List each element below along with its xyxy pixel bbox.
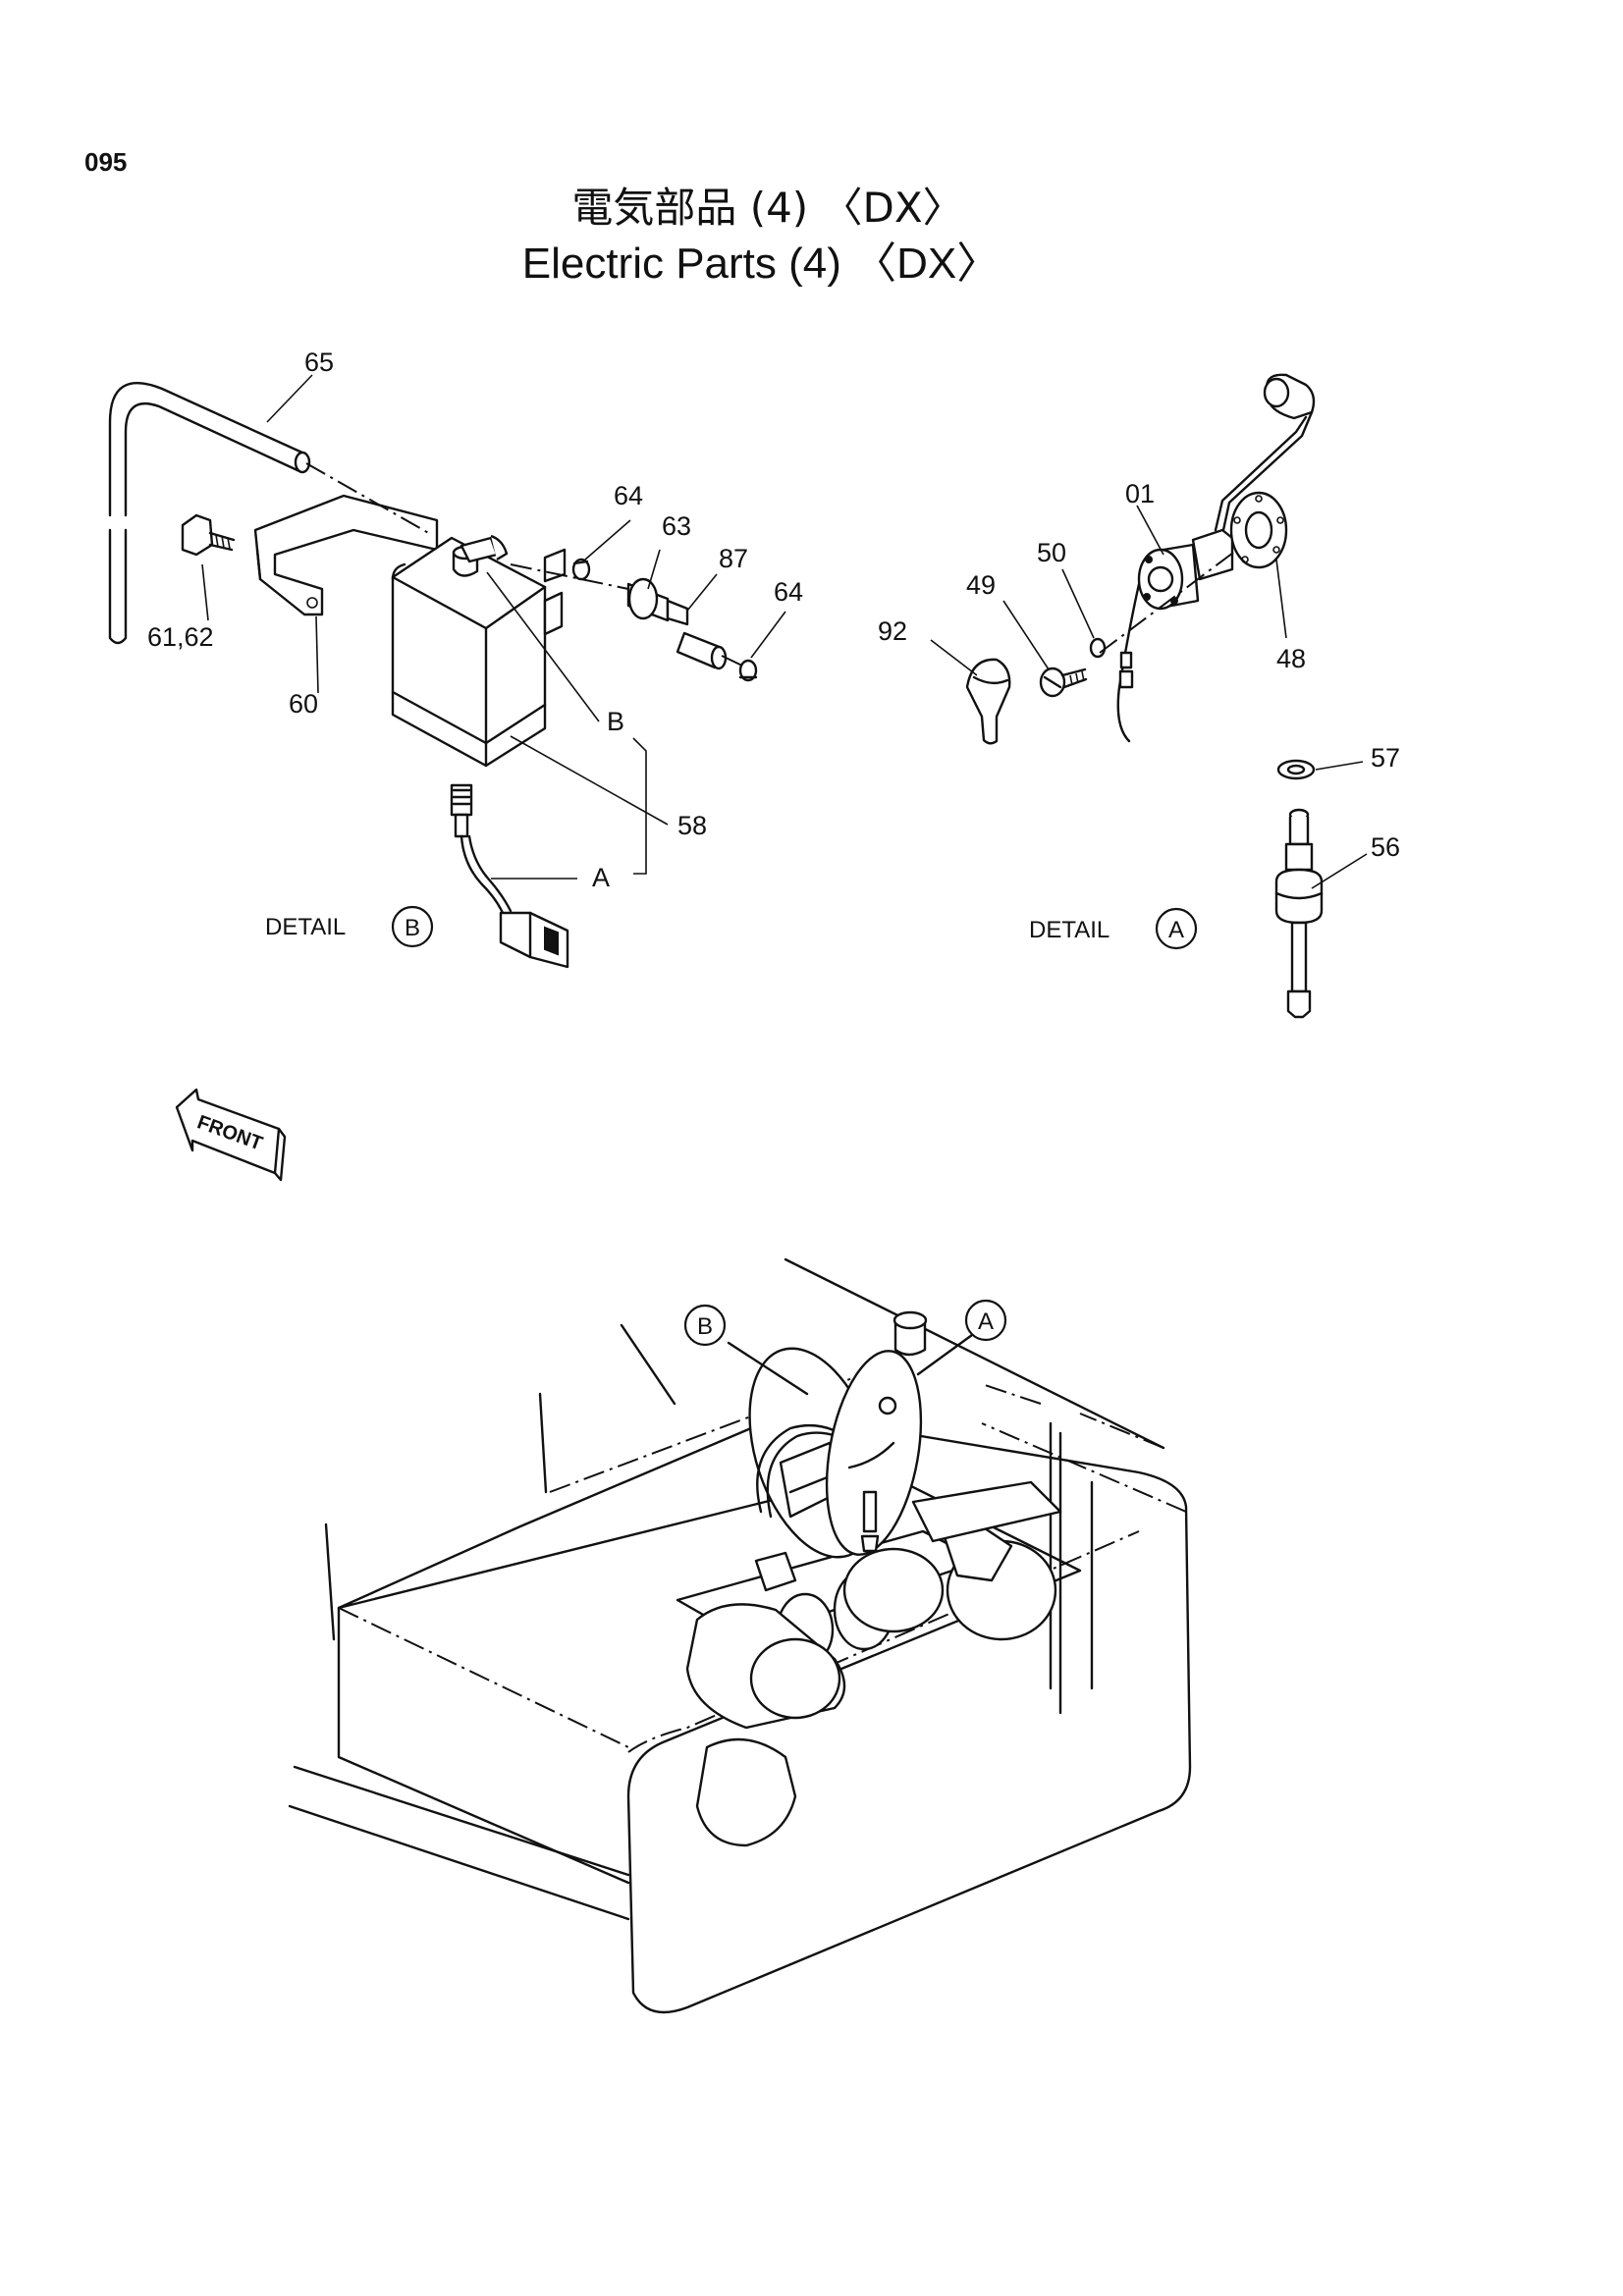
hose-65 [108, 382, 433, 645]
front-arrow-icon: FRONT [175, 1088, 287, 1182]
callout-58: 58 [677, 811, 707, 840]
bolt-61-62 [181, 513, 236, 557]
clamp-64-upper [571, 558, 591, 581]
callout-65: 65 [304, 347, 334, 377]
page-number: 095 [84, 147, 127, 177]
callout-87: 87 [719, 544, 748, 573]
detail-a-caption: DETAIL A [1029, 907, 1198, 950]
title-japanese: 電気部品 (4) 〈DX〉 [571, 184, 963, 232]
detail-b-leaders [201, 374, 786, 880]
bracket-60 [253, 494, 439, 616]
fitting-63 [626, 577, 689, 626]
callout-64-lower: 64 [774, 577, 803, 607]
view-marker-b-letter: B [697, 1313, 713, 1340]
callout-63: 63 [662, 511, 691, 541]
callout-a-ref: A [592, 863, 610, 892]
view-marker-b: B [683, 1304, 727, 1347]
detail-a-group [965, 373, 1324, 1019]
view-marker-a-letter: A [978, 1308, 994, 1335]
callout-60: 60 [289, 689, 318, 719]
callout-50: 50 [1037, 538, 1066, 567]
sensor-56 [1274, 808, 1324, 1019]
detail-b-caption: DETAIL B [265, 905, 434, 948]
detail-a-text: DETAIL [1029, 917, 1109, 943]
detail-a-letter: A [1168, 917, 1184, 943]
detail-b-letter: B [405, 915, 420, 941]
callout-64-upper: 64 [614, 481, 643, 510]
view-marker-a: A [964, 1299, 1007, 1342]
detail-a-leaders [930, 505, 1368, 889]
screw-49 [1039, 667, 1088, 698]
callout-61-62: 61,62 [147, 622, 214, 652]
sender-unit [1116, 528, 1234, 743]
callout-01: 01 [1125, 479, 1155, 508]
clamp-64-lower [738, 659, 758, 682]
hose-87 [676, 631, 728, 670]
float-arm-01 [1214, 373, 1316, 532]
level-sensor-wire [450, 783, 569, 969]
callout-b-ref: B [607, 707, 624, 736]
callout-48: 48 [1276, 644, 1306, 673]
lock-washer-50 [1089, 637, 1107, 659]
title-english: Electric Parts (4) 〈DX〉 [522, 240, 1001, 288]
callout-57: 57 [1371, 743, 1400, 773]
detail-b-group [108, 382, 758, 969]
callout-49: 49 [966, 570, 996, 600]
detail-b-text: DETAIL [265, 914, 346, 940]
wire-terminal [1118, 651, 1134, 689]
washer-57 [1276, 759, 1316, 780]
reservoir-tank-58 [391, 534, 567, 768]
gasket-48 [1229, 491, 1288, 569]
machine-overview [288, 1257, 1192, 2014]
callout-56: 56 [1371, 832, 1400, 862]
callout-92: 92 [878, 616, 907, 646]
cap-92 [965, 658, 1011, 745]
